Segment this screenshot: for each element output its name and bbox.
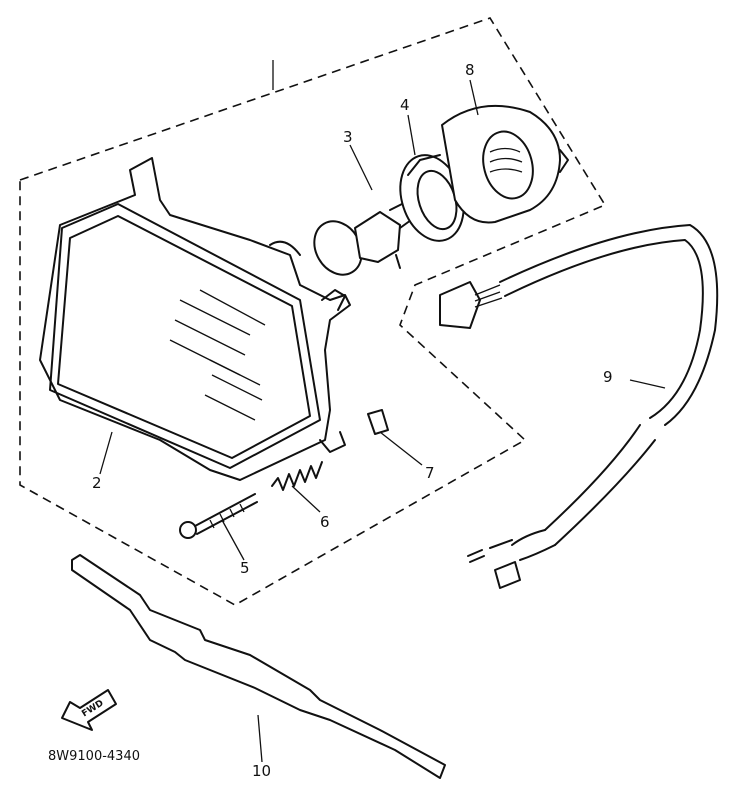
- callout-4: 4: [400, 96, 410, 114]
- drawing-code: 8W9100-4340: [48, 749, 140, 764]
- wiring-harness: [439, 224, 719, 589]
- assembly-boundary: [19, 17, 607, 606]
- leader-7: [379, 431, 423, 466]
- leader-4: [407, 114, 416, 156]
- leader-6: [291, 485, 321, 513]
- callout-5: 5: [240, 559, 250, 577]
- mounting-bracket: [71, 554, 446, 779]
- clip: [367, 409, 389, 435]
- callout-8: 8: [465, 61, 475, 79]
- leader-2: [99, 431, 113, 475]
- leader-10: [257, 714, 263, 763]
- callout-2: 2: [92, 474, 102, 492]
- leader-8: [469, 79, 479, 116]
- leader-3: [349, 144, 373, 191]
- leader-5: [221, 519, 245, 561]
- headlight-unit: [39, 157, 351, 481]
- headlight-bulb: [313, 199, 419, 276]
- rubber-cover: [441, 104, 569, 224]
- callout-6: 6: [320, 513, 330, 531]
- callout-7: 7: [425, 464, 435, 482]
- callout-9: 9: [603, 368, 613, 386]
- forward-direction-icon: [61, 689, 117, 731]
- spring: [271, 461, 323, 491]
- bulb-holder-ring: [399, 154, 465, 242]
- callout-3: 3: [343, 128, 353, 146]
- adjusting-bolt: [179, 493, 258, 539]
- callout-10: 10: [252, 762, 271, 780]
